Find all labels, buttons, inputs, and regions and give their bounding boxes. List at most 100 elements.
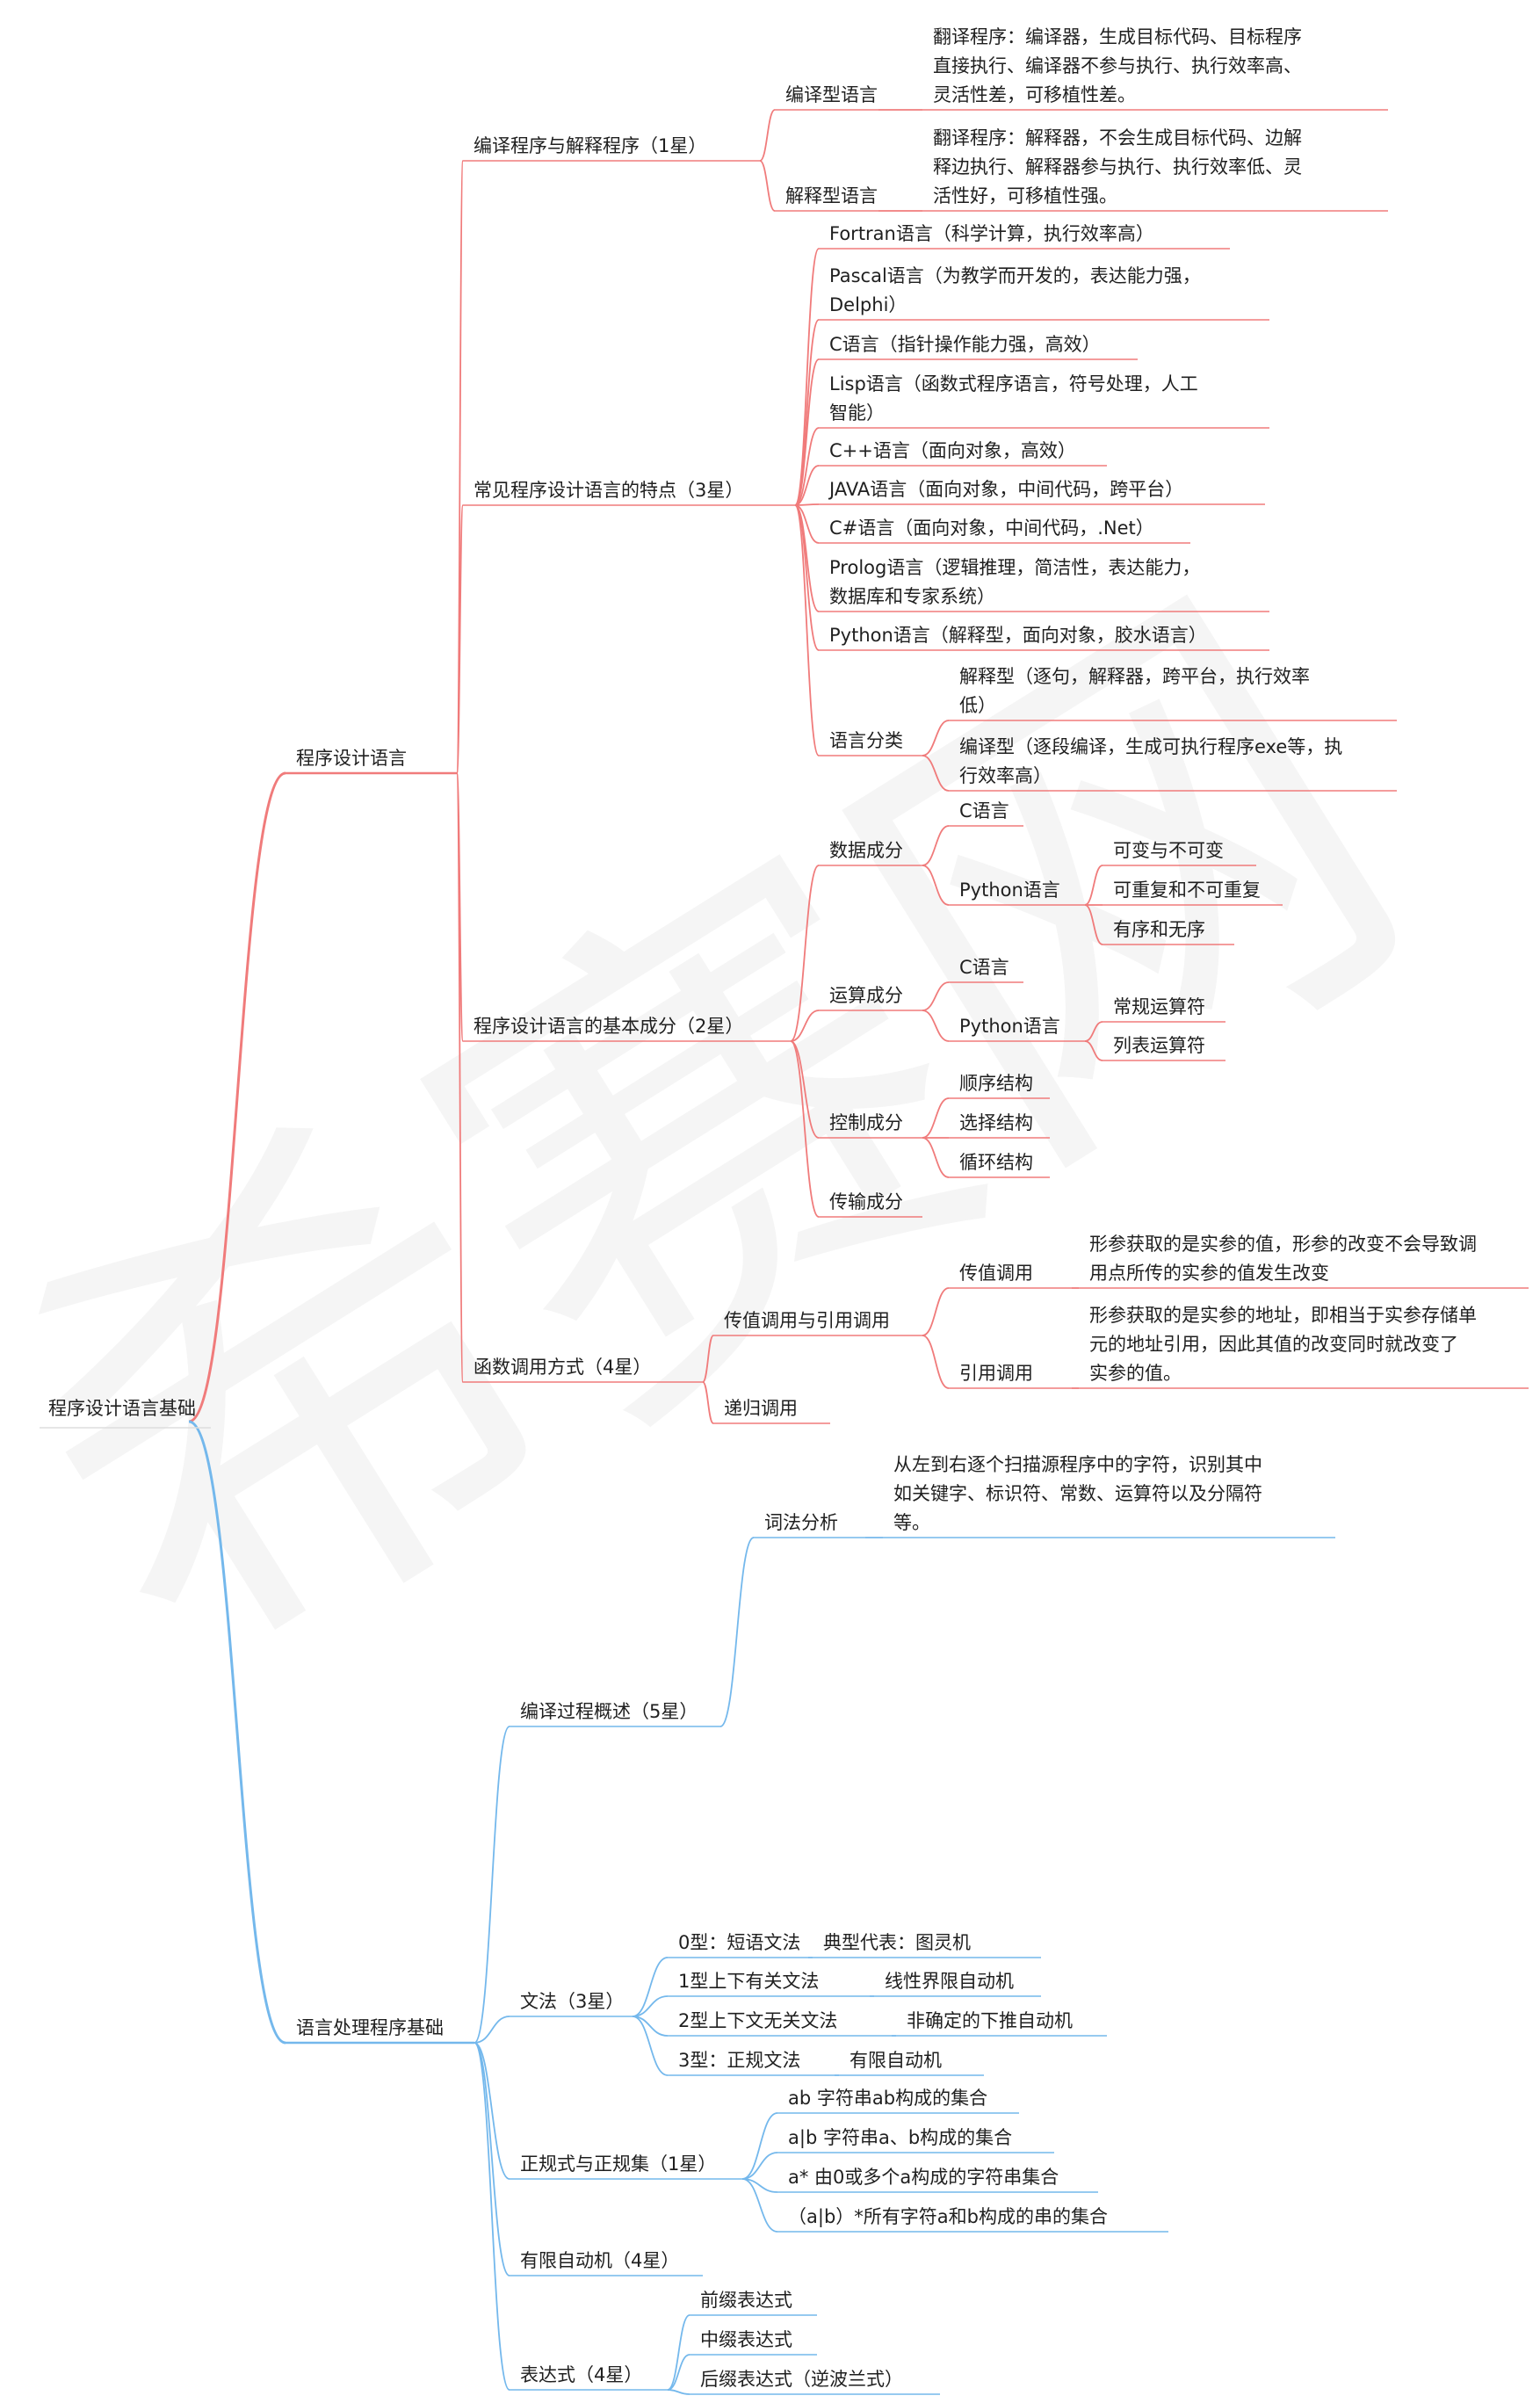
node-1-0-0[interactable]: 词法分析 <box>754 1512 865 1538</box>
node-0-3[interactable]: 函数调用方式（4星） <box>463 1357 703 1383</box>
node-1-1-0-0[interactable]: 典型代表：图灵机 <box>813 1932 1041 1958</box>
node-0-2-2-2[interactable]: 循环结构 <box>949 1152 1050 1178</box>
node-0-2-1-0[interactable]: C语言 <box>949 957 1023 983</box>
node-0-2-3[interactable]: 传输成分 <box>819 1191 922 1218</box>
connector <box>794 504 820 544</box>
node-0-0-1-0[interactable]: 翻译程序：解释器，不会生成目标代码、边解释边执行、解释器参与执行、执行效率低、灵… <box>922 127 1388 212</box>
node-1-1-1[interactable]: 1型上下有关文法 <box>668 1971 870 1997</box>
node-0-0-0-0[interactable]: 翻译程序：编译器，生成目标代码、目标程序直接执行、编译器不参与执行、执行效率高、… <box>922 26 1388 111</box>
node-1-0[interactable]: 编译过程概述（5星） <box>510 1701 720 1727</box>
node-0-2-2[interactable]: 控制成分 <box>819 1112 922 1139</box>
node-0-2-1-1[interactable]: Python语言 <box>949 1016 1085 1042</box>
node-0-1-6[interactable]: C#语言（面向对象，中间代码，.Net） <box>819 518 1190 544</box>
node-label: 传值调用与引用调用 <box>724 1310 890 1331</box>
connector <box>188 771 286 1423</box>
node-0-2-1-1-1[interactable]: 列表运算符 <box>1103 1035 1225 1061</box>
node-1-2-2[interactable]: a* 由0或多个a构成的字符串集合 <box>777 2167 1098 2193</box>
connector <box>922 720 950 756</box>
node-label: 程序设计语言的基本成分（2星） <box>474 1016 743 1037</box>
node-0-2-1-1-0[interactable]: 常规运算符 <box>1103 996 1225 1023</box>
connector <box>794 503 820 506</box>
node-label: 2型上下文无关文法 <box>678 2010 837 2031</box>
node-0-2-0-0[interactable]: C语言 <box>949 800 1023 827</box>
node-0-2-0-1-0[interactable]: 可变与不可变 <box>1103 840 1256 866</box>
node-label: 语言分类 <box>829 730 903 751</box>
node-1-1-2[interactable]: 2型上下文无关文法 <box>668 2010 892 2037</box>
node-label: 实参的值。 <box>1089 1363 1182 1384</box>
connector <box>474 2042 510 2276</box>
node-label: Delphi） <box>829 294 907 315</box>
node-0-3-0-1[interactable]: 引用调用 <box>949 1363 1072 1389</box>
node-label: 典型代表：图灵机 <box>823 1932 971 1953</box>
node-1-0-0-0[interactable]: 从左到右逐个扫描源程序中的字符，识别其中如关键字、标识符、常数、运算符以及分隔符… <box>883 1454 1335 1538</box>
connector <box>632 2016 669 2076</box>
node-label: 直接执行、编译器不参与执行、执行效率高、 <box>933 55 1302 76</box>
node-0-2-1[interactable]: 运算成分 <box>819 985 922 1011</box>
node-1-1-1-0[interactable]: 线性界限自动机 <box>874 1971 1041 1997</box>
node-label: 0型：短语文法 <box>678 1932 800 1953</box>
node-1-1-3-0[interactable]: 有限自动机 <box>839 2050 984 2076</box>
node-0-1-9-1[interactable]: 编译型（逐段编译，生成可执行程序exe等，执行效率高） <box>949 736 1397 792</box>
node-1-2-1[interactable]: a|b 字符串a、b构成的集合 <box>777 2127 1054 2153</box>
connector <box>741 2178 778 2233</box>
node-0-2-0-1-2[interactable]: 有序和无序 <box>1103 919 1234 945</box>
node-label: 循环结构 <box>959 1152 1033 1173</box>
node-0-1-2[interactable]: C语言（指针操作能力强，高效） <box>819 334 1138 360</box>
node-0[interactable]: 程序设计语言 <box>286 748 457 775</box>
node-0-1-0[interactable]: Fortran语言（科学计算，执行效率高） <box>819 223 1230 250</box>
node-label: 程序设计语言 <box>296 748 407 769</box>
connector <box>456 504 464 774</box>
node-0-2[interactable]: 程序设计语言的基本成分（2星） <box>463 1016 791 1042</box>
node-label: Python语言 <box>959 1016 1060 1037</box>
node-0-1-1[interactable]: Pascal语言（为教学而开发的，表达能力强，Delphi） <box>819 265 1269 321</box>
node-1-4-0[interactable]: 前缀表达式 <box>690 2290 817 2316</box>
node-0-1-9[interactable]: 语言分类 <box>819 730 922 756</box>
node-1-4[interactable]: 表达式（4星） <box>510 2364 668 2391</box>
node-0-3-0-1-0[interactable]: 形参获取的是实参的地址，即相当于实参存储单元的地址引用，因此其值的改变同时就改变… <box>1079 1305 1529 1389</box>
node-1-1-2-0[interactable]: 非确定的下推自动机 <box>896 2010 1107 2037</box>
connector <box>474 2042 510 2391</box>
node-label: 可变与不可变 <box>1113 840 1224 861</box>
node-label: 1型上下有关文法 <box>678 1971 819 1992</box>
node-0-1-4[interactable]: C++语言（面向对象，高效） <box>819 440 1107 467</box>
node-0-3-1[interactable]: 递归调用 <box>713 1398 830 1424</box>
node-label: 表达式（4星） <box>520 2364 642 2385</box>
node-1-2[interactable]: 正规式与正规集（1星） <box>510 2153 742 2180</box>
node-0-1-5[interactable]: JAVA语言（面向对象，中间代码，跨平台） <box>819 479 1265 505</box>
node-0-2-2-1[interactable]: 选择结构 <box>949 1112 1050 1139</box>
node-1-3[interactable]: 有限自动机（4星） <box>510 2250 703 2276</box>
connector <box>702 1335 714 1383</box>
node-1-2-0[interactable]: ab 字符串ab构成的集合 <box>777 2088 1019 2114</box>
node-0-2-0-1-1[interactable]: 可重复和不可重复 <box>1103 879 1283 906</box>
node-0-3-0-0[interactable]: 传值调用 <box>949 1263 1072 1289</box>
connector <box>188 1420 286 2045</box>
node-label: 用点所传的实参的值发生改变 <box>1089 1263 1329 1284</box>
node-0-3-0[interactable]: 传值调用与引用调用 <box>713 1310 922 1336</box>
node-0-1-8[interactable]: Python语言（解释型，面向对象，胶水语言） <box>819 625 1269 651</box>
node-0-2-0[interactable]: 数据成分 <box>819 840 922 866</box>
node-label: 数据库和专家系统） <box>829 586 995 607</box>
node-0-1-7[interactable]: Prolog语言（逻辑推理，简洁性，表达能力，数据库和专家系统） <box>819 557 1269 612</box>
node-1[interactable]: 语言处理程序基础 <box>286 2017 474 2045</box>
node-1-4-1[interactable]: 中缀表达式 <box>690 2329 817 2356</box>
node-label: ab 字符串ab构成的集合 <box>788 2088 987 2109</box>
node-0-0-1[interactable]: 解释型语言 <box>775 185 878 212</box>
mind-map-nodes: 程序设计语言 编译程序与解释程序（1星） 编译型语言 翻译程序：编译器，生成目标代码、… <box>286 26 1529 2395</box>
node-0-0[interactable]: 编译程序与解释程序（1星） <box>463 135 760 162</box>
node-0-1-9-0[interactable]: 解释型（逐句，解释器，跨平台，执行效率低） <box>949 666 1397 721</box>
node-label: 选择结构 <box>959 1112 1033 1133</box>
node-1-4-2[interactable]: 后缀表达式（逆波兰式） <box>690 2369 940 2395</box>
node-0-2-2-0[interactable]: 顺序结构 <box>949 1073 1050 1099</box>
root-node[interactable]: 程序设计语言基础 <box>40 1398 211 1429</box>
node-1-1[interactable]: 文法（3星） <box>510 1991 633 2017</box>
node-0-2-0-1[interactable]: Python语言 <box>949 879 1085 906</box>
node-1-1-0[interactable]: 0型：短语文法 <box>668 1932 808 1958</box>
node-0-1[interactable]: 常见程序设计语言的特点（3星） <box>463 480 795 506</box>
node-label: 编译型（逐段编译，生成可执行程序exe等，执 <box>959 736 1342 757</box>
node-0-0-0[interactable]: 编译型语言 <box>775 84 878 111</box>
node-1-1-3[interactable]: 3型：正规文法 <box>668 2050 835 2076</box>
node-1-2-3[interactable]: （a|b）*所有字符a和b构成的串的集合 <box>777 2206 1168 2233</box>
